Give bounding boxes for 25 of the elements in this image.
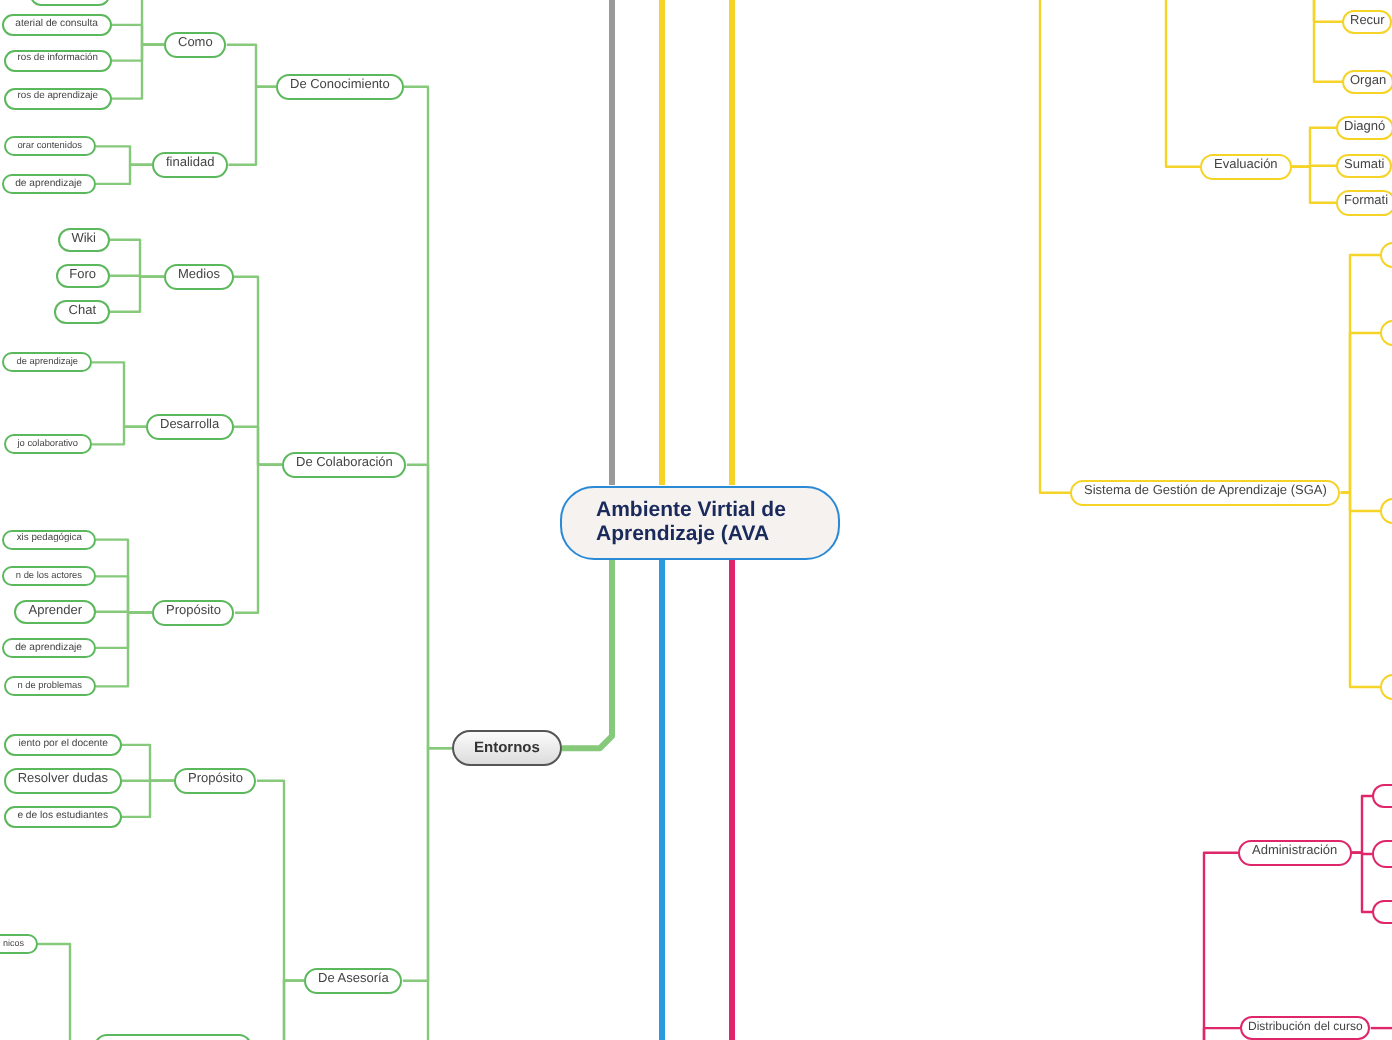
- connector-line: [609, 0, 615, 485]
- connector-line: [122, 779, 174, 819]
- connector-line: [1291, 165, 1336, 204]
- connector-line: [1340, 491, 1380, 689]
- connector-line: [1164, 0, 1200, 168]
- connector-line: [659, 559, 665, 1040]
- connector-line: [112, 43, 164, 100]
- connector-line: [1038, 0, 1070, 494]
- connector-line: [561, 559, 615, 752]
- connector-line: [282, 979, 304, 1040]
- connector-line: [1351, 851, 1372, 914]
- connector-line: [96, 163, 152, 186]
- central-topic: Ambiente Virtial de Aprendizaje (AVA: [560, 485, 840, 560]
- connector-line: [228, 85, 276, 166]
- connector-line: [110, 275, 164, 313]
- connector-line: [729, 0, 735, 485]
- connector-line: [729, 559, 735, 1040]
- connector-line: [1202, 1026, 1240, 1040]
- connector-line: [234, 463, 282, 614]
- connector-line: [1370, 1026, 1392, 1030]
- connector-line: [92, 425, 146, 446]
- connector-line: [659, 0, 665, 485]
- connector-line: [96, 611, 152, 688]
- connector-line: [1312, 0, 1342, 83]
- connector-line: [426, 746, 452, 1040]
